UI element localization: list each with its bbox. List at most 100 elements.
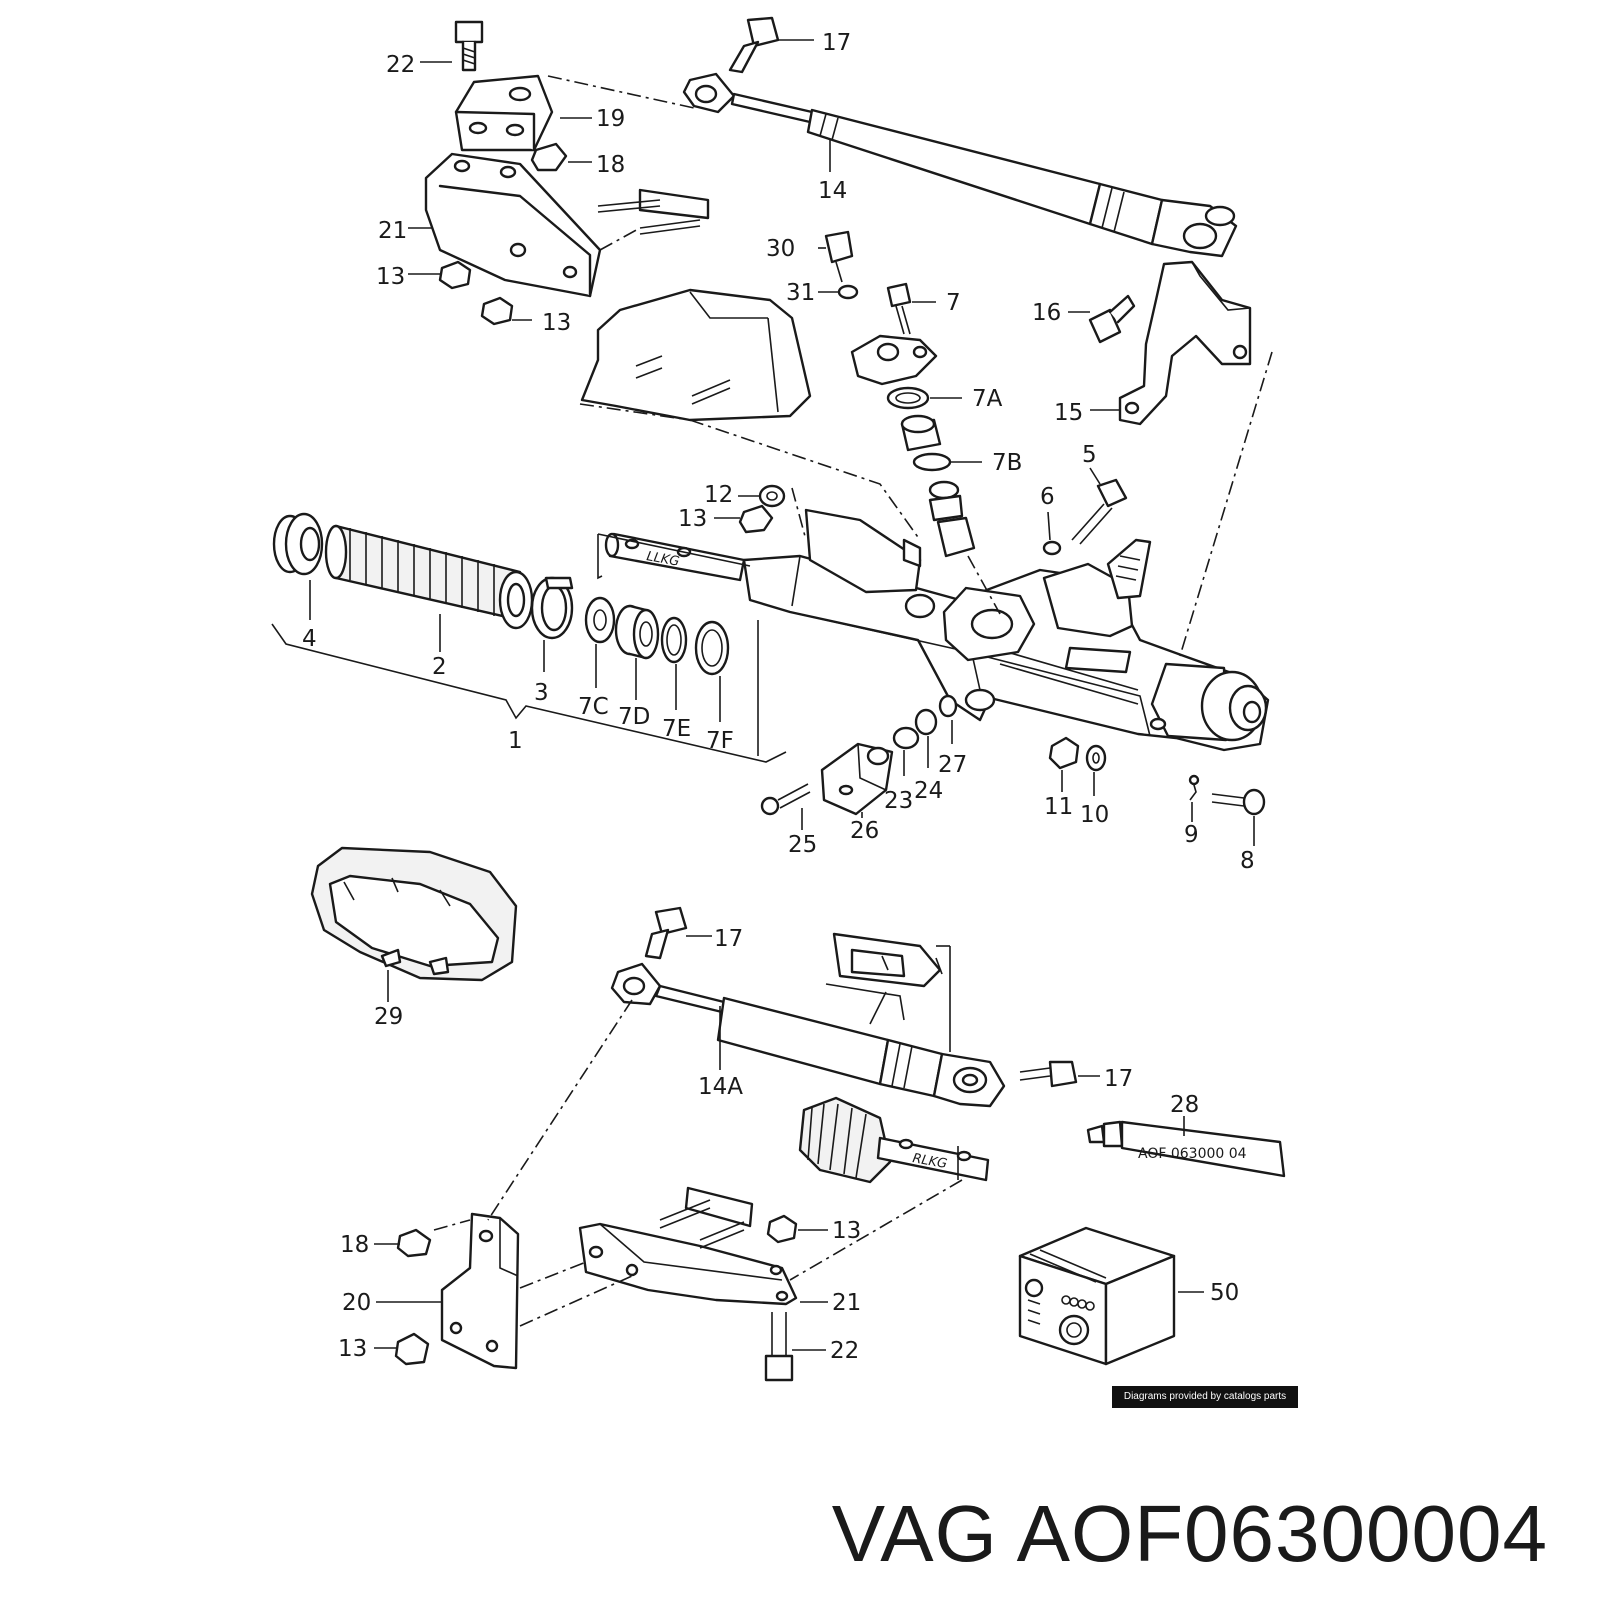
callout-7D: 7D	[618, 704, 650, 730]
rack-stamp-bottom: RLKG	[911, 1151, 948, 1172]
cover-housing	[580, 288, 812, 422]
rack-shaft-top: LLKG	[604, 532, 746, 582]
bellow-lower	[798, 1096, 892, 1184]
valve-flange	[850, 334, 938, 386]
nut-12	[758, 484, 786, 508]
callout-7: 7	[946, 290, 961, 316]
clip-9	[1188, 774, 1200, 801]
bolt-22-bottom	[764, 1312, 794, 1382]
callout-6: 6	[1040, 484, 1055, 510]
oring-23	[892, 726, 920, 750]
tie-rod-14A	[610, 962, 1006, 1108]
bolt-8	[1211, 788, 1266, 816]
callout-8: 8	[1240, 848, 1255, 874]
callout-3: 3	[534, 680, 549, 706]
callout-22-top: 22	[386, 52, 415, 78]
ring-7B	[912, 452, 952, 472]
callout-18-bottom: 18	[340, 1232, 369, 1258]
callout-7B: 7B	[992, 450, 1022, 476]
callout-17-top: 17	[822, 30, 851, 56]
ring-3	[530, 576, 574, 640]
callout-14: 14	[818, 178, 847, 204]
nut-13-c	[738, 504, 774, 534]
callout-15: 15	[1054, 400, 1083, 426]
nut-11	[1048, 736, 1080, 770]
ring-7E	[660, 616, 688, 664]
callout-16: 16	[1032, 300, 1061, 326]
nut-18-top	[530, 142, 568, 172]
u-bolt-top	[597, 188, 710, 235]
callout-21-top: 21	[378, 218, 407, 244]
grease-tube-label: AOF 063000 04	[1138, 1146, 1247, 1162]
callout-23: 23	[884, 788, 913, 814]
callout-12: 12	[704, 482, 733, 508]
bolt-30	[824, 230, 854, 283]
callout-19: 19	[596, 106, 625, 132]
rack-housing	[742, 508, 1270, 752]
callout-17-right: 17	[1104, 1066, 1133, 1092]
valve-26	[820, 742, 894, 816]
nut-13-b	[480, 296, 514, 326]
ring-7F	[694, 620, 730, 676]
callout-13-c: 13	[678, 506, 707, 532]
callout-7F: 7F	[706, 728, 734, 754]
bearing-7A	[900, 414, 942, 452]
u-bolt-bottom	[659, 1186, 754, 1249]
washer-24	[914, 708, 938, 736]
bolt-17-right	[1019, 1060, 1078, 1088]
callout-11: 11	[1044, 794, 1073, 820]
callout-26: 26	[850, 818, 879, 844]
callout-4: 4	[302, 626, 317, 652]
bellow-2	[324, 524, 534, 630]
bushing-7D	[614, 604, 660, 660]
callout-29: 29	[374, 1004, 403, 1030]
callout-7E: 7E	[662, 716, 691, 742]
nut-18-bottom	[396, 1228, 432, 1258]
bracket-21-top	[424, 152, 602, 298]
callout-25: 25	[788, 832, 817, 858]
callout-7A: 7A	[972, 386, 1003, 412]
tie-rod-14	[682, 72, 1238, 258]
callout-22-bottom: 22	[830, 1338, 859, 1364]
callout-2: 2	[432, 654, 447, 680]
credit-label: Diagrams provided by catalogs parts	[1112, 1386, 1298, 1408]
rack-stamp-top: LLKG	[645, 549, 680, 570]
callout-5: 5	[1082, 442, 1097, 468]
bracket-15	[1118, 260, 1252, 426]
bolt-25	[760, 783, 811, 816]
bolt-17-mid	[644, 906, 688, 960]
sleeve-7B	[928, 480, 976, 558]
callout-14A: 14A	[698, 1074, 743, 1100]
callout-20: 20	[342, 1290, 371, 1316]
sensor-bracket	[825, 932, 943, 1025]
callout-31: 31	[786, 280, 815, 306]
washer-31	[837, 284, 859, 300]
clamp-4	[272, 512, 324, 576]
rack-shaft-bottom: RLKG	[876, 1136, 990, 1182]
callout-13-a: 13	[376, 264, 405, 290]
bracket-21-bottom	[578, 1222, 798, 1306]
callout-30: 30	[766, 236, 795, 262]
bolt-17-top	[728, 16, 780, 74]
bracket-20	[440, 1212, 520, 1370]
bolt-5	[1071, 478, 1128, 545]
boot-29	[310, 846, 518, 982]
callout-50: 50	[1210, 1280, 1239, 1306]
nut-13-a	[438, 260, 472, 290]
callout-1: 1	[508, 728, 523, 754]
washer-10	[1085, 744, 1107, 772]
callout-7C: 7C	[578, 694, 609, 720]
callout-18-top: 18	[596, 152, 625, 178]
callout-17-mid: 17	[714, 926, 743, 952]
bracket-plate-19	[454, 74, 554, 152]
washer-27	[938, 694, 958, 718]
callout-10: 10	[1080, 802, 1109, 828]
callout-13-e: 13	[338, 1336, 367, 1362]
callout-21-bottom: 21	[832, 1290, 861, 1316]
grease-tube-28: AOF 063000 04	[1086, 1120, 1286, 1178]
callout-28: 28	[1170, 1092, 1199, 1118]
callout-27: 27	[938, 752, 967, 778]
callout-24: 24	[914, 778, 943, 804]
bolt-16	[1088, 294, 1136, 344]
